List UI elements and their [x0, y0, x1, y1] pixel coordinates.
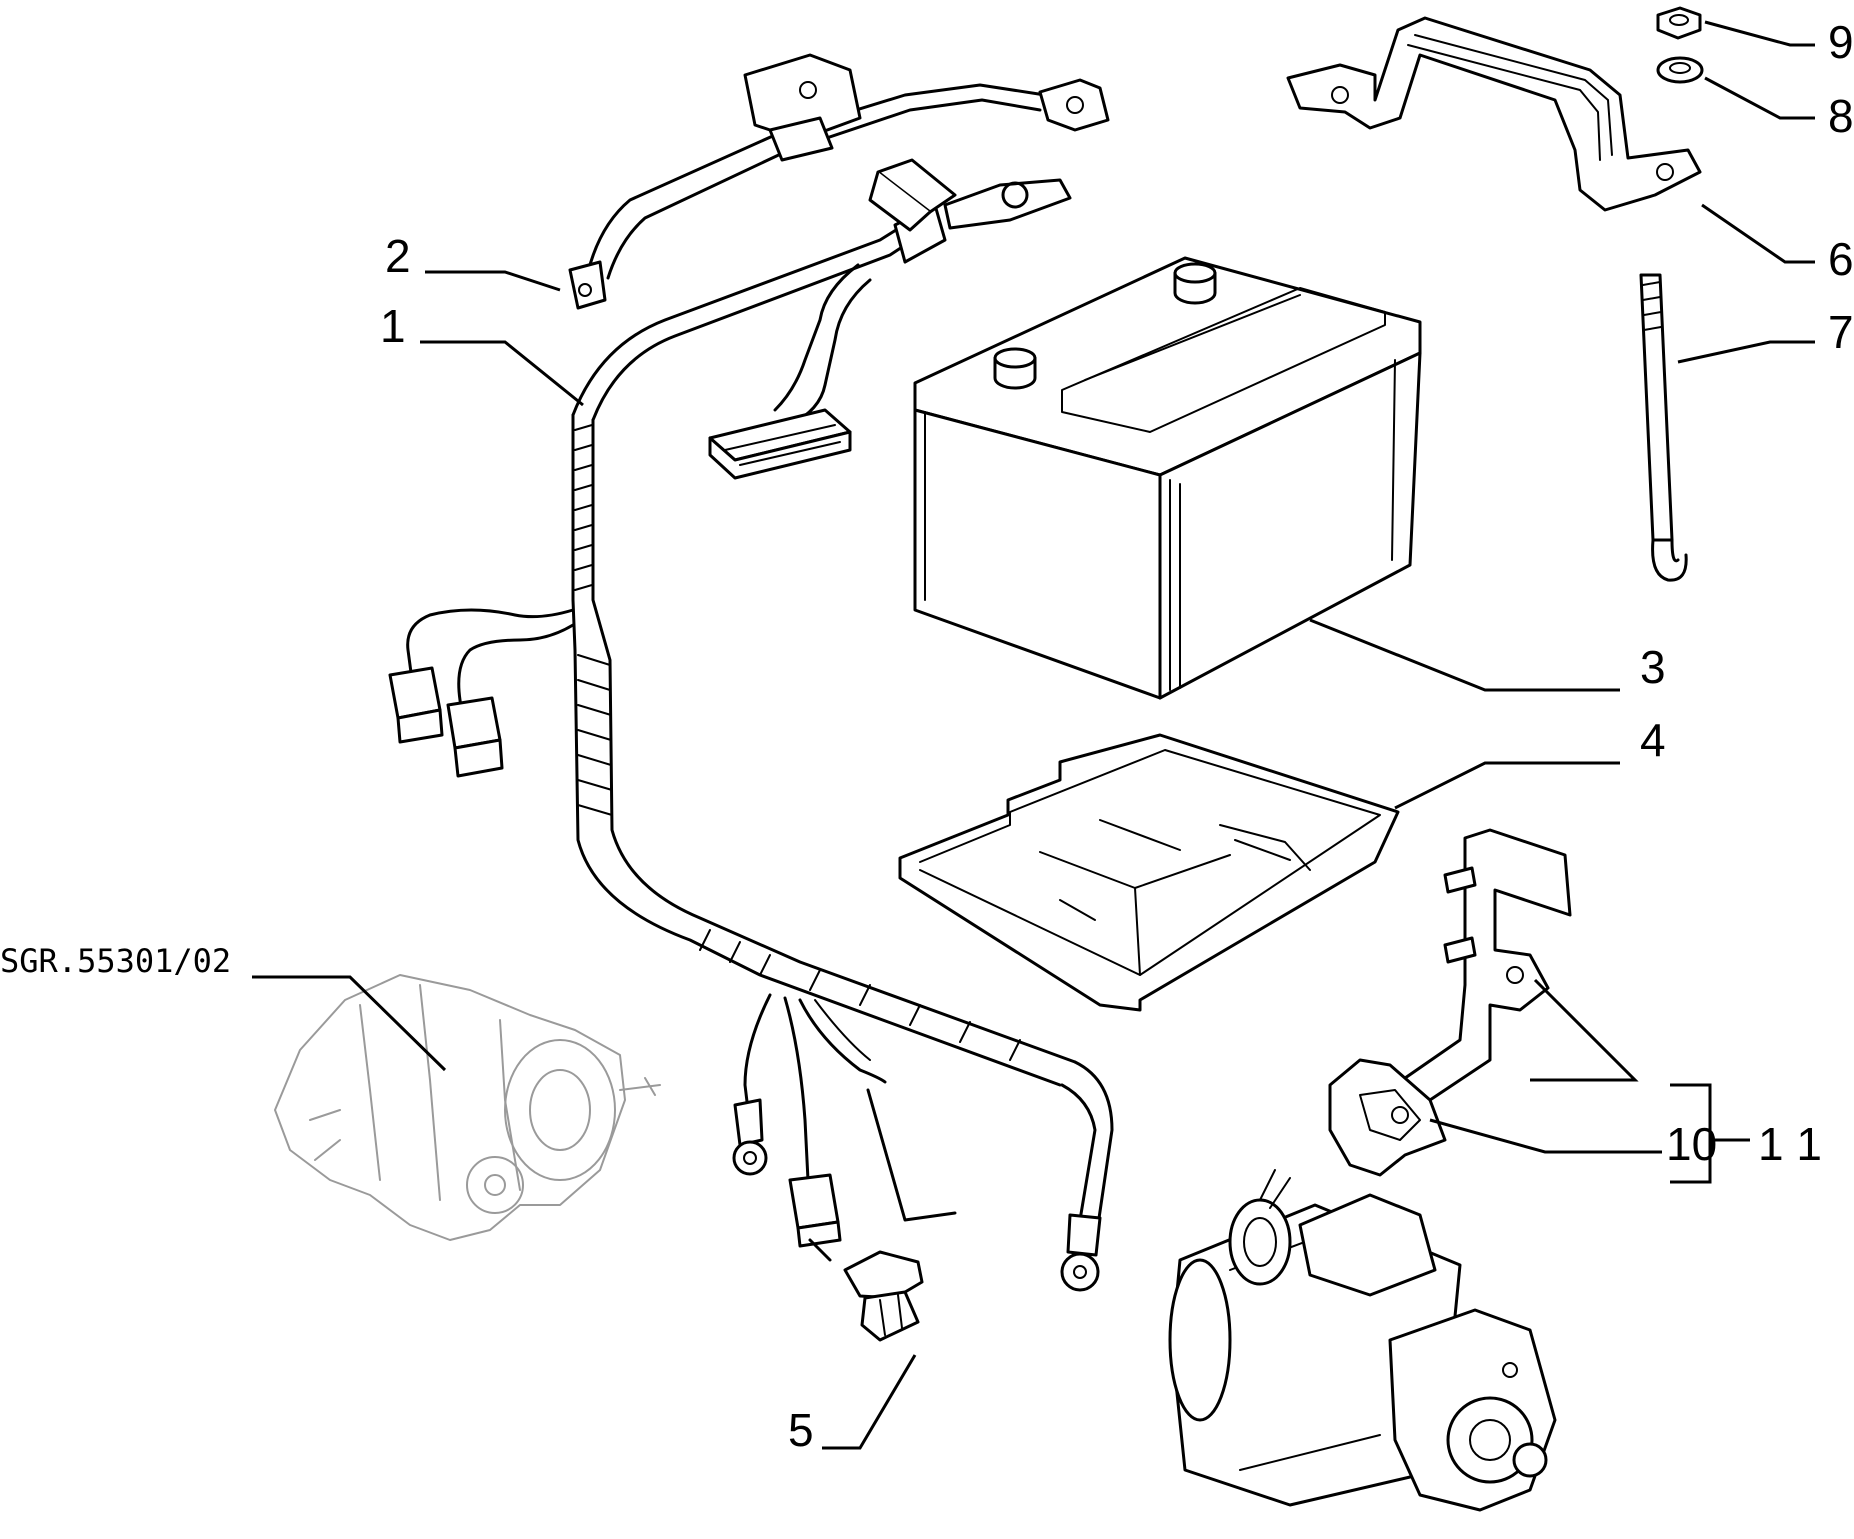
leader-9	[1704, 20, 1815, 47]
harness-clip	[808, 1088, 957, 1342]
callout-5: 5	[788, 1404, 814, 1456]
hex-nut	[1656, 6, 1702, 40]
leader-4	[1394, 761, 1620, 810]
connector-left-a	[388, 666, 444, 744]
battery-terminal-right	[1173, 262, 1217, 305]
leader-10-bracket	[1530, 978, 1639, 1082]
cable-bracket-plate	[743, 53, 862, 162]
leader-6	[1701, 203, 1815, 264]
wiring-harness	[388, 158, 1114, 1292]
callout-10: 10	[1666, 1118, 1717, 1170]
bracket-11	[1670, 1083, 1750, 1184]
reference-code: SGR.55301/02	[0, 942, 231, 980]
callout-3: 3	[1640, 641, 1666, 693]
leader-7	[1677, 340, 1815, 364]
sensor-bracket	[1328, 828, 1572, 1177]
cable-battery-clamp	[1038, 78, 1110, 132]
hook-bolt	[1639, 273, 1688, 582]
connector-left-b	[446, 696, 504, 778]
callout-6: 6	[1828, 233, 1854, 285]
callout-4: 4	[1640, 714, 1666, 766]
alternator-reference	[274, 974, 661, 1241]
cable-ring-terminal	[568, 260, 607, 310]
leader-10	[1429, 1118, 1662, 1154]
leader-3	[1309, 618, 1620, 692]
leader-lines	[252, 20, 1815, 1450]
battery-tray	[898, 733, 1400, 1012]
callout-11: 1 1	[1758, 1118, 1822, 1170]
battery-cable	[568, 53, 1110, 310]
callout-labels: 1 2 3 4 5 6 7 8 9 10 1 1 SGR.55301/02	[0, 16, 1854, 1456]
callout-1: 1	[380, 300, 406, 352]
ring-terminal-lower-right	[1060, 1213, 1102, 1292]
connector-lower	[788, 1173, 842, 1248]
battery	[913, 256, 1422, 700]
callout-7: 7	[1828, 306, 1854, 358]
ring-terminal-lower-left	[732, 1098, 768, 1176]
leader-1	[420, 340, 584, 407]
leader-8	[1704, 76, 1815, 120]
lock-washer	[1656, 56, 1704, 84]
leader-2	[425, 270, 561, 292]
callout-8: 8	[1828, 90, 1854, 142]
leader-ref	[252, 975, 447, 1072]
callout-2: 2	[385, 230, 411, 282]
starter-motor	[1168, 1169, 1557, 1512]
callout-9: 9	[1828, 16, 1854, 68]
battery-terminal-left	[993, 347, 1037, 390]
hold-down-bracket	[1286, 16, 1702, 212]
leader-5	[822, 1354, 917, 1450]
